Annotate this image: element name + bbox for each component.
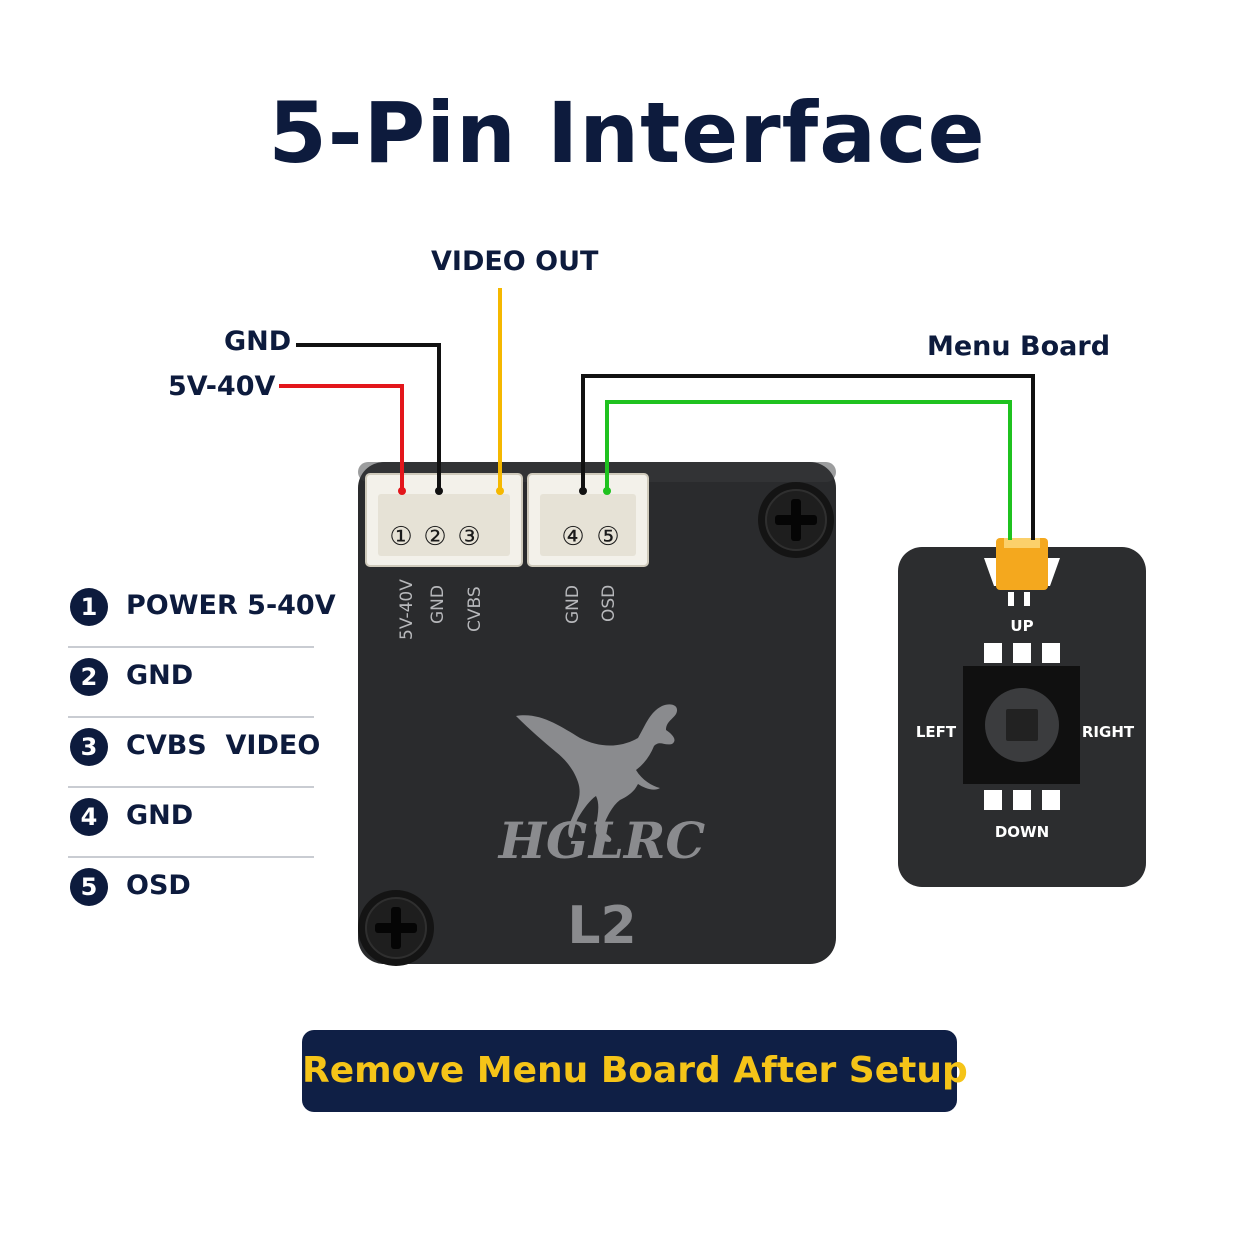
pin-number-badge: 1: [70, 588, 108, 626]
pin-number-badge: 4: [70, 798, 108, 836]
list-item: 2 GND: [68, 648, 314, 718]
menu-left-label: LEFT: [916, 723, 957, 741]
list-item: 3 CVBS VIDEO: [68, 718, 320, 788]
pin-label: CVBS VIDEO: [126, 730, 321, 761]
menu-board-label: Menu Board: [927, 331, 1111, 362]
list-item: 5 OSD: [68, 858, 314, 928]
connector-pin-5: ⑤: [596, 522, 619, 552]
gnd-wire-label: GND: [224, 326, 292, 357]
pin-label: POWER 5-40V: [126, 590, 336, 621]
connector-pin-4: ④: [561, 522, 584, 552]
wire-osd-green: [605, 400, 1012, 540]
connector-pin-2: ②: [423, 522, 446, 552]
pin-number-badge: 5: [70, 868, 108, 906]
pin-number-badge: 2: [70, 658, 108, 696]
pcb-label-cvbs: CVBS: [465, 586, 485, 632]
menu-right-label: RIGHT: [1082, 723, 1135, 741]
wire-menu-gnd-black: [581, 374, 1035, 540]
video-out-label: VIDEO OUT: [431, 246, 599, 277]
pin-legend: 1 POWER 5-40V 2 GND 3 CVBS VIDEO 4 GND 5…: [68, 578, 336, 928]
pcb-label-power: 5V-40V: [397, 579, 417, 640]
menu-board: UP DOWN LEFT RIGHT: [898, 538, 1146, 887]
wire-gnd-black: [296, 343, 441, 490]
screw-bottom-left: [358, 890, 434, 966]
list-item: 4 GND: [68, 788, 314, 858]
pcb-label-osd: OSD: [599, 585, 619, 622]
pin-label: GND: [126, 800, 194, 831]
dinosaur-logo-icon: [516, 704, 678, 842]
camera-module: HGLRC L2 5V-40V GND CVBS GND OSD ① ② ③ ④…: [358, 462, 836, 966]
pin-number-badge: 3: [70, 728, 108, 766]
pcb-label-gnd: GND: [428, 585, 448, 624]
module-body: [358, 462, 836, 964]
setup-notice-banner: Remove Menu Board After Setup: [302, 1030, 968, 1112]
pin-label: OSD: [126, 870, 191, 901]
screw-top-right: [758, 482, 834, 558]
brand-logo-text: HGLRC: [497, 811, 706, 870]
pin-label: GND: [126, 660, 194, 691]
menu-down-label: DOWN: [995, 823, 1049, 841]
list-item: 1 POWER 5-40V: [68, 578, 336, 648]
wire-power-red: [279, 384, 404, 490]
pcb-label-gnd-2: GND: [563, 585, 583, 624]
menu-up-label: UP: [1010, 617, 1033, 635]
page-title: 5-Pin Interface: [268, 84, 986, 182]
connector-pin-1: ①: [389, 522, 412, 552]
power-wire-label: 5V-40V: [168, 371, 276, 402]
connector-pin-3: ③: [457, 522, 480, 552]
model-label: L2: [567, 896, 636, 956]
